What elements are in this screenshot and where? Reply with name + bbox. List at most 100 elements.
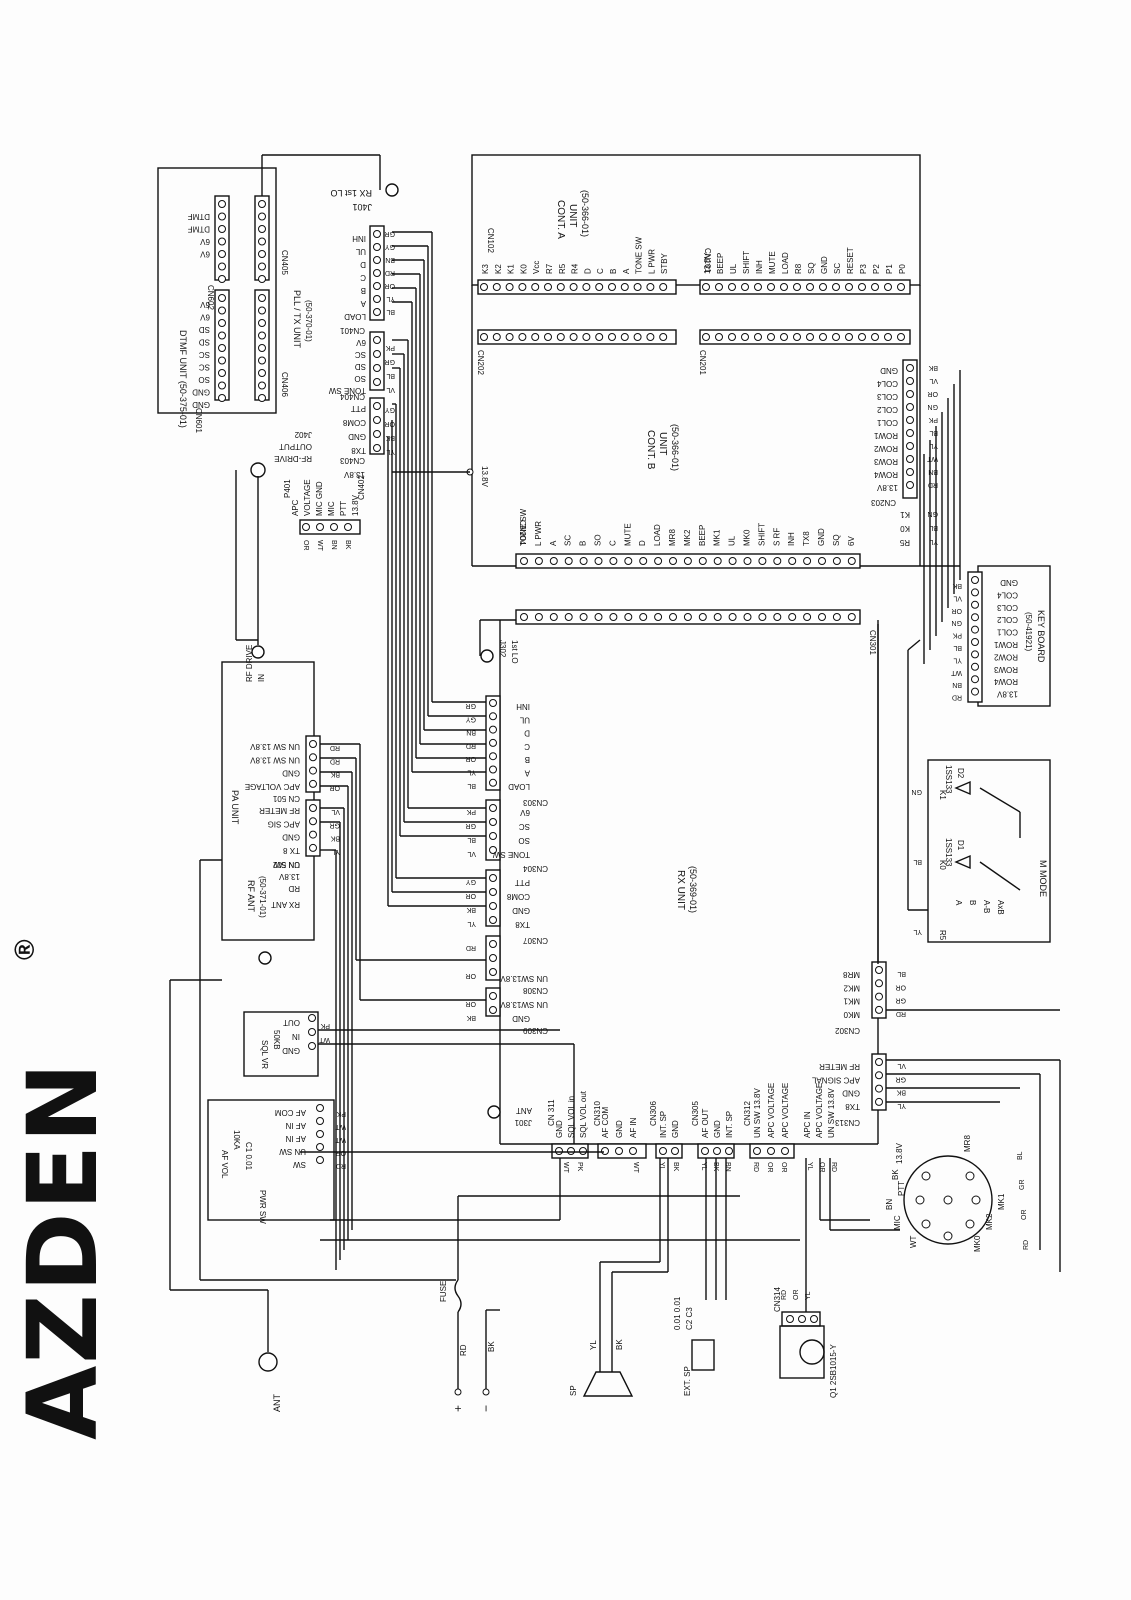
cn406-pin — [258, 356, 266, 365]
cn403-wire-color: YL — [386, 448, 395, 455]
cn204-pin-label: TX8 — [802, 531, 811, 546]
cn303-pin — [489, 752, 497, 761]
cn302-wire-color: GR — [896, 997, 907, 1004]
cn302-pin-label: MK2 — [843, 983, 860, 992]
cn313-wire-color: YL — [897, 1102, 906, 1109]
keyboard-pin — [971, 588, 979, 597]
cn302-pin-label: MK1 — [843, 997, 860, 1006]
cn313-pin-label: TX8 — [845, 1102, 860, 1111]
cn304b-pin — [489, 902, 497, 910]
cn501-wire-color: BK — [330, 771, 340, 778]
j402-jack — [250, 462, 266, 478]
cn101-pin — [728, 283, 736, 291]
cn301-pin — [713, 613, 722, 621]
cn204-pin — [728, 557, 737, 565]
cn502-wire-color: VL — [331, 808, 340, 815]
cn204-pin-label: LOAD — [653, 524, 662, 546]
cn314-label: CN314 — [773, 1287, 782, 1312]
cn311-label: CN 311 — [547, 1099, 556, 1126]
cn312-pin-label: APC VOLTAGE — [781, 1083, 790, 1138]
cn309-wire-color: BK — [466, 1014, 476, 1021]
cn102-pin — [582, 283, 591, 291]
cn301-pin — [698, 613, 707, 621]
d1-label: D1 — [956, 840, 965, 851]
cn404-pin-label: SO — [354, 374, 366, 383]
cn308-label: CN308 — [523, 986, 548, 995]
p401-pin-label: VOLTAGE — [303, 479, 312, 516]
cn602-pin-label: GND — [192, 400, 210, 409]
cn402-label: CN402 — [357, 475, 366, 500]
keyboard-wire-color: PK — [952, 632, 962, 639]
p401-label: P401 — [283, 479, 292, 498]
cn304-label: CN304 — [523, 864, 548, 873]
cn201-pin — [715, 333, 723, 341]
af-vol-pin-label: AF COM — [275, 1108, 306, 1117]
cn403-wire-color: BK — [385, 434, 395, 441]
p402-pin — [344, 523, 352, 531]
cn303-wire-color: GR — [466, 702, 477, 709]
sql-vr-pin-label: GND — [282, 1046, 300, 1055]
cn313-pin — [875, 1097, 883, 1106]
dtmf-pin-label: DTMF — [188, 212, 210, 221]
cont-a-pin-label: C — [596, 268, 605, 274]
cn201-pin — [832, 333, 840, 341]
cn204-pin-label: 6V — [847, 536, 856, 546]
cn203-pin — [906, 429, 914, 437]
cn101-pin — [780, 283, 788, 291]
cn401-wire-color: GY — [385, 243, 395, 250]
cont-a-pin-label2: INH — [755, 260, 764, 274]
cn203-wire-color: BK — [928, 364, 938, 371]
cont-a-pin-label: B — [609, 269, 618, 274]
v138-label-contb: 13.8V — [480, 466, 489, 488]
cn312-pin — [781, 1147, 789, 1155]
cn401-pin — [373, 308, 381, 316]
cn501-block — [305, 735, 321, 793]
cn201-pin — [741, 333, 749, 341]
cont-a-pin-label2: SQ — [807, 262, 816, 274]
cn303-label: CN303 — [523, 798, 548, 807]
cn307-label: CN307 — [523, 936, 548, 945]
cn310-label: CN310 — [593, 1101, 602, 1126]
sql-vr-pin — [308, 1028, 316, 1036]
cn304b-pin-label: PTT — [515, 878, 530, 887]
j301-jack — [487, 1105, 501, 1119]
pa-rf-drive-label: RF DRIVE — [245, 645, 254, 682]
cont-a-box — [471, 154, 921, 286]
cn102-label: CN102 — [486, 228, 495, 253]
ant-label-rx: ANT — [516, 1106, 532, 1115]
j401-label: J401 — [352, 202, 372, 212]
cn102-pin — [633, 283, 642, 291]
cn204-pin — [534, 557, 543, 565]
cn201-pin — [858, 333, 866, 341]
keyboard-pin — [971, 625, 979, 634]
cn302-wire-color: RD — [896, 1010, 906, 1017]
cn303-pin-label: INH — [516, 702, 530, 711]
af-vol-pin — [316, 1130, 324, 1138]
mic-wire-color: OR — [1021, 1210, 1028, 1221]
keyboard-pin-label: GND — [1000, 578, 1018, 587]
cn602-pin-label: SC — [199, 363, 210, 372]
mic-pin-label: PTT — [897, 1181, 906, 1196]
cn302-wire-color: BL — [897, 970, 906, 977]
cn305-pin-label: INT. SP — [725, 1111, 734, 1138]
cn301-pin — [624, 613, 633, 621]
cn501-pin-label: GND — [282, 769, 300, 778]
m-mode-k-label: K1 — [938, 790, 947, 800]
cn301-pin — [832, 613, 841, 621]
cn305-label: CN305 — [691, 1101, 700, 1126]
cont-a-pin-label2: P2 — [872, 264, 881, 274]
mic-wire-color: GR — [1019, 1180, 1026, 1191]
cn403-pin — [373, 402, 381, 410]
cn304-wire-color: GR — [466, 822, 477, 829]
cn501-pin-label: UN SW 13.8V — [250, 742, 300, 751]
cn404-pin-label: 6V — [356, 338, 366, 347]
cn602-pin-label: GND — [192, 388, 210, 397]
p401-pin-label: MIC — [327, 501, 336, 516]
cn310-pin — [601, 1147, 609, 1155]
cn401-wire-color: BL — [386, 308, 395, 315]
cn306-pin — [671, 1147, 679, 1155]
cn101-pin — [767, 283, 775, 291]
rx-unit: RX UNIT (50-369-01) 1st LO J302 INHULDCB… — [466, 620, 907, 1174]
cn301-pin — [683, 613, 692, 621]
